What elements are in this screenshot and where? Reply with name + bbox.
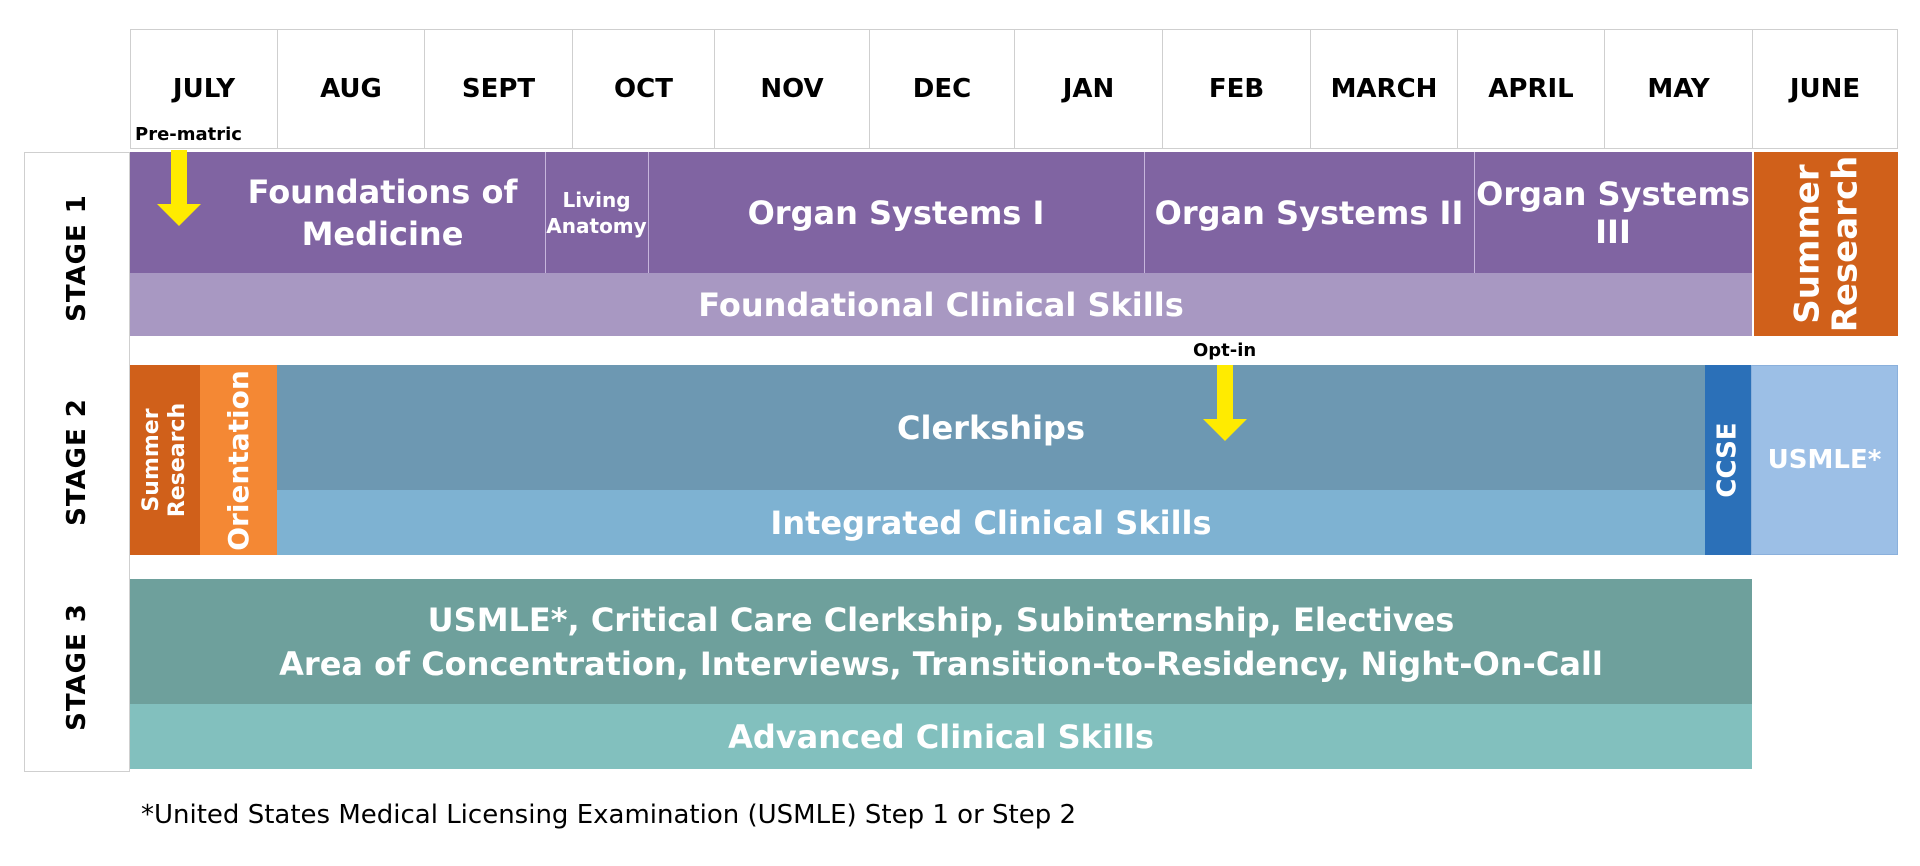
orientation: Orientation xyxy=(200,365,277,555)
organ-systems-3: Organ Systems III xyxy=(1474,152,1752,273)
stage-2-label: STAGE 2 xyxy=(24,362,130,562)
month-april: APRIL xyxy=(1457,29,1605,149)
stage3-line-2: Area of Concentration, Interviews, Trans… xyxy=(279,644,1603,683)
month-header: JULY AUG SEPT OCT NOV DEC JAN FEB MARCH … xyxy=(130,29,1898,149)
month-may: MAY xyxy=(1604,29,1753,149)
month-feb: FEB xyxy=(1162,29,1311,149)
clerkships: Clerkships xyxy=(277,365,1705,490)
month-sept: SEPT xyxy=(424,29,573,149)
month-july: JULY xyxy=(130,29,278,149)
organ-systems-2: Organ Systems II xyxy=(1144,152,1474,273)
stage3-activities: USMLE*, Critical Care Clerkship, Subinte… xyxy=(130,579,1752,704)
foundations-of-medicine: Foundations of Medicine xyxy=(130,152,545,273)
month-aug: AUG xyxy=(277,29,425,149)
living-anatomy: Living Anatomy xyxy=(545,152,648,273)
month-march: MARCH xyxy=(1310,29,1458,149)
month-jan: JAN xyxy=(1014,29,1163,149)
advanced-clinical-skills: Advanced Clinical Skills xyxy=(130,704,1752,769)
ccse: CCSE xyxy=(1705,365,1751,555)
stage2-usmle: USMLE* xyxy=(1751,365,1898,555)
stage-1-label: STAGE 1 xyxy=(24,152,130,362)
stage-3-label: STAGE 3 xyxy=(24,562,130,772)
month-oct: OCT xyxy=(572,29,715,149)
month-june: JUNE xyxy=(1752,29,1898,149)
footnote: *United States Medical Licensing Examina… xyxy=(141,800,1077,830)
stage1-divider xyxy=(1474,152,1475,273)
organ-systems-1: Organ Systems I xyxy=(648,152,1144,273)
optin-label: Opt-in xyxy=(1193,340,1257,361)
month-nov: NOV xyxy=(714,29,870,149)
integrated-clinical-skills: Integrated Clinical Skills xyxy=(277,490,1705,555)
month-dec: DEC xyxy=(869,29,1015,149)
stage1-summer-research: Summer Research xyxy=(1754,152,1898,336)
foundational-clinical-skills: Foundational Clinical Skills xyxy=(130,273,1752,336)
stage2-summer-research: Summer Research xyxy=(130,365,200,555)
stage3-line-1: USMLE*, Critical Care Clerkship, Subinte… xyxy=(427,600,1455,639)
stage1-divider xyxy=(1144,152,1145,273)
stage1-divider xyxy=(648,152,649,273)
optin-arrow xyxy=(1203,365,1247,441)
stage1-divider xyxy=(545,152,546,273)
prematric-label: Pre-matric xyxy=(135,124,242,145)
prematric-arrow xyxy=(157,150,201,226)
